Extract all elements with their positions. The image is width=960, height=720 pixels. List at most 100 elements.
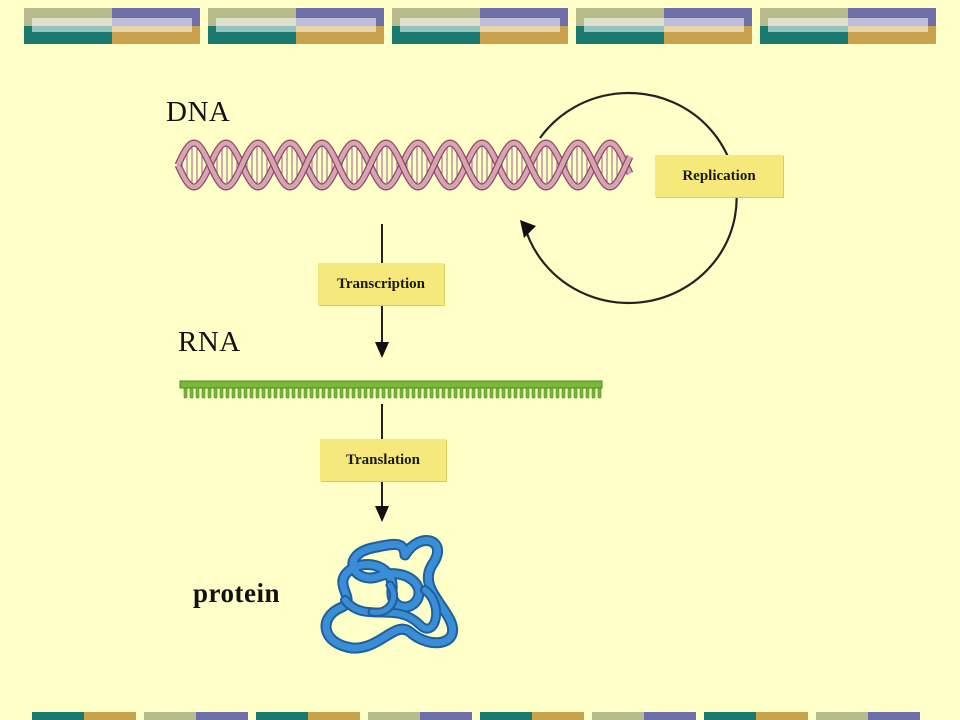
bottom-band-segment [256,712,308,720]
rna-base [267,387,272,399]
replication-arrowhead [520,220,536,238]
translation-arrowhead [375,506,389,522]
rna-base [249,387,254,399]
rna-base [423,387,428,399]
rna-base [345,387,350,399]
dna-backbone [175,140,633,190]
dna-double-helix [174,139,634,191]
rna-base [183,387,188,399]
top-band-tile [24,8,200,44]
rna-base [333,387,338,399]
bottom-band-segment [644,712,696,720]
rna-base [231,387,236,399]
rna-base [207,387,212,399]
rna-base [459,387,464,399]
bottom-band-segment [868,712,920,720]
top-decorative-band [0,8,960,44]
rna-base [537,387,542,399]
rna-base [297,387,302,399]
rna-base [321,387,326,399]
rna-base [363,387,368,399]
transcription-label-box: Transcription [318,263,444,305]
bottom-band-segment [84,712,136,720]
rna-base [489,387,494,399]
rna-base [447,387,452,399]
rna-base [315,387,320,399]
rna-base [399,387,404,399]
rna-base [549,387,554,399]
rna-base [219,387,224,399]
rna-base [243,387,248,399]
rna-base [525,387,530,399]
rna-base [513,387,518,399]
rna-label: RNA [178,326,241,358]
rna-base [579,387,584,399]
rna-base [429,387,434,399]
top-band-tile [760,8,936,44]
rna-base [351,387,356,399]
rna-base [531,387,536,399]
rna-base [279,387,284,399]
rna-base [309,387,314,399]
bottom-band-segment [532,712,584,720]
rna-base [273,387,278,399]
rna-base [501,387,506,399]
bottom-band-segment [196,712,248,720]
bottom-band-segment [144,712,196,720]
bottom-band-segment [420,712,472,720]
rna-base [591,387,596,399]
protein-fold [320,535,458,654]
rna-base [387,387,392,399]
rna-base [357,387,362,399]
rna-base [555,387,560,399]
rna-base [339,387,344,399]
top-band-tile [208,8,384,44]
rna-strand [179,380,603,399]
bottom-band-segment [368,712,420,720]
rna-base [519,387,524,399]
rna-base [471,387,476,399]
rna-base [441,387,446,399]
rna-base [435,387,440,399]
rna-base [507,387,512,399]
rna-base [543,387,548,399]
rna-base [585,387,590,399]
rna-base [225,387,230,399]
dna-label: DNA [166,96,231,128]
rna-base [381,387,386,399]
translation-label-box: Translation [320,439,446,481]
rna-base [201,387,206,399]
bottom-band-segment [816,712,868,720]
rna-base [189,387,194,399]
rna-base [465,387,470,399]
rna-base [237,387,242,399]
rna-base [495,387,500,399]
rna-base [453,387,458,399]
replication-label-box: Replication [655,155,783,197]
replication-circular-arrow [522,91,738,305]
rna-base [213,387,218,399]
transcription-arrowhead [375,342,389,358]
rna-base [573,387,578,399]
rna-base [477,387,482,399]
bottom-band-segment [32,712,84,720]
rna-base [369,387,374,399]
top-band-tile [576,8,752,44]
bottom-band-segment [756,712,808,720]
rna-base [375,387,380,399]
rna-base [417,387,422,399]
top-band-tile [392,8,568,44]
rna-base [561,387,566,399]
bottom-band-segment [704,712,756,720]
rna-base [567,387,572,399]
rna-base [195,387,200,399]
bottom-band-segment [480,712,532,720]
rna-base [483,387,488,399]
rna-base [411,387,416,399]
bottom-band-segment [308,712,360,720]
rna-base [261,387,266,399]
rna-base [393,387,398,399]
rna-base [405,387,410,399]
